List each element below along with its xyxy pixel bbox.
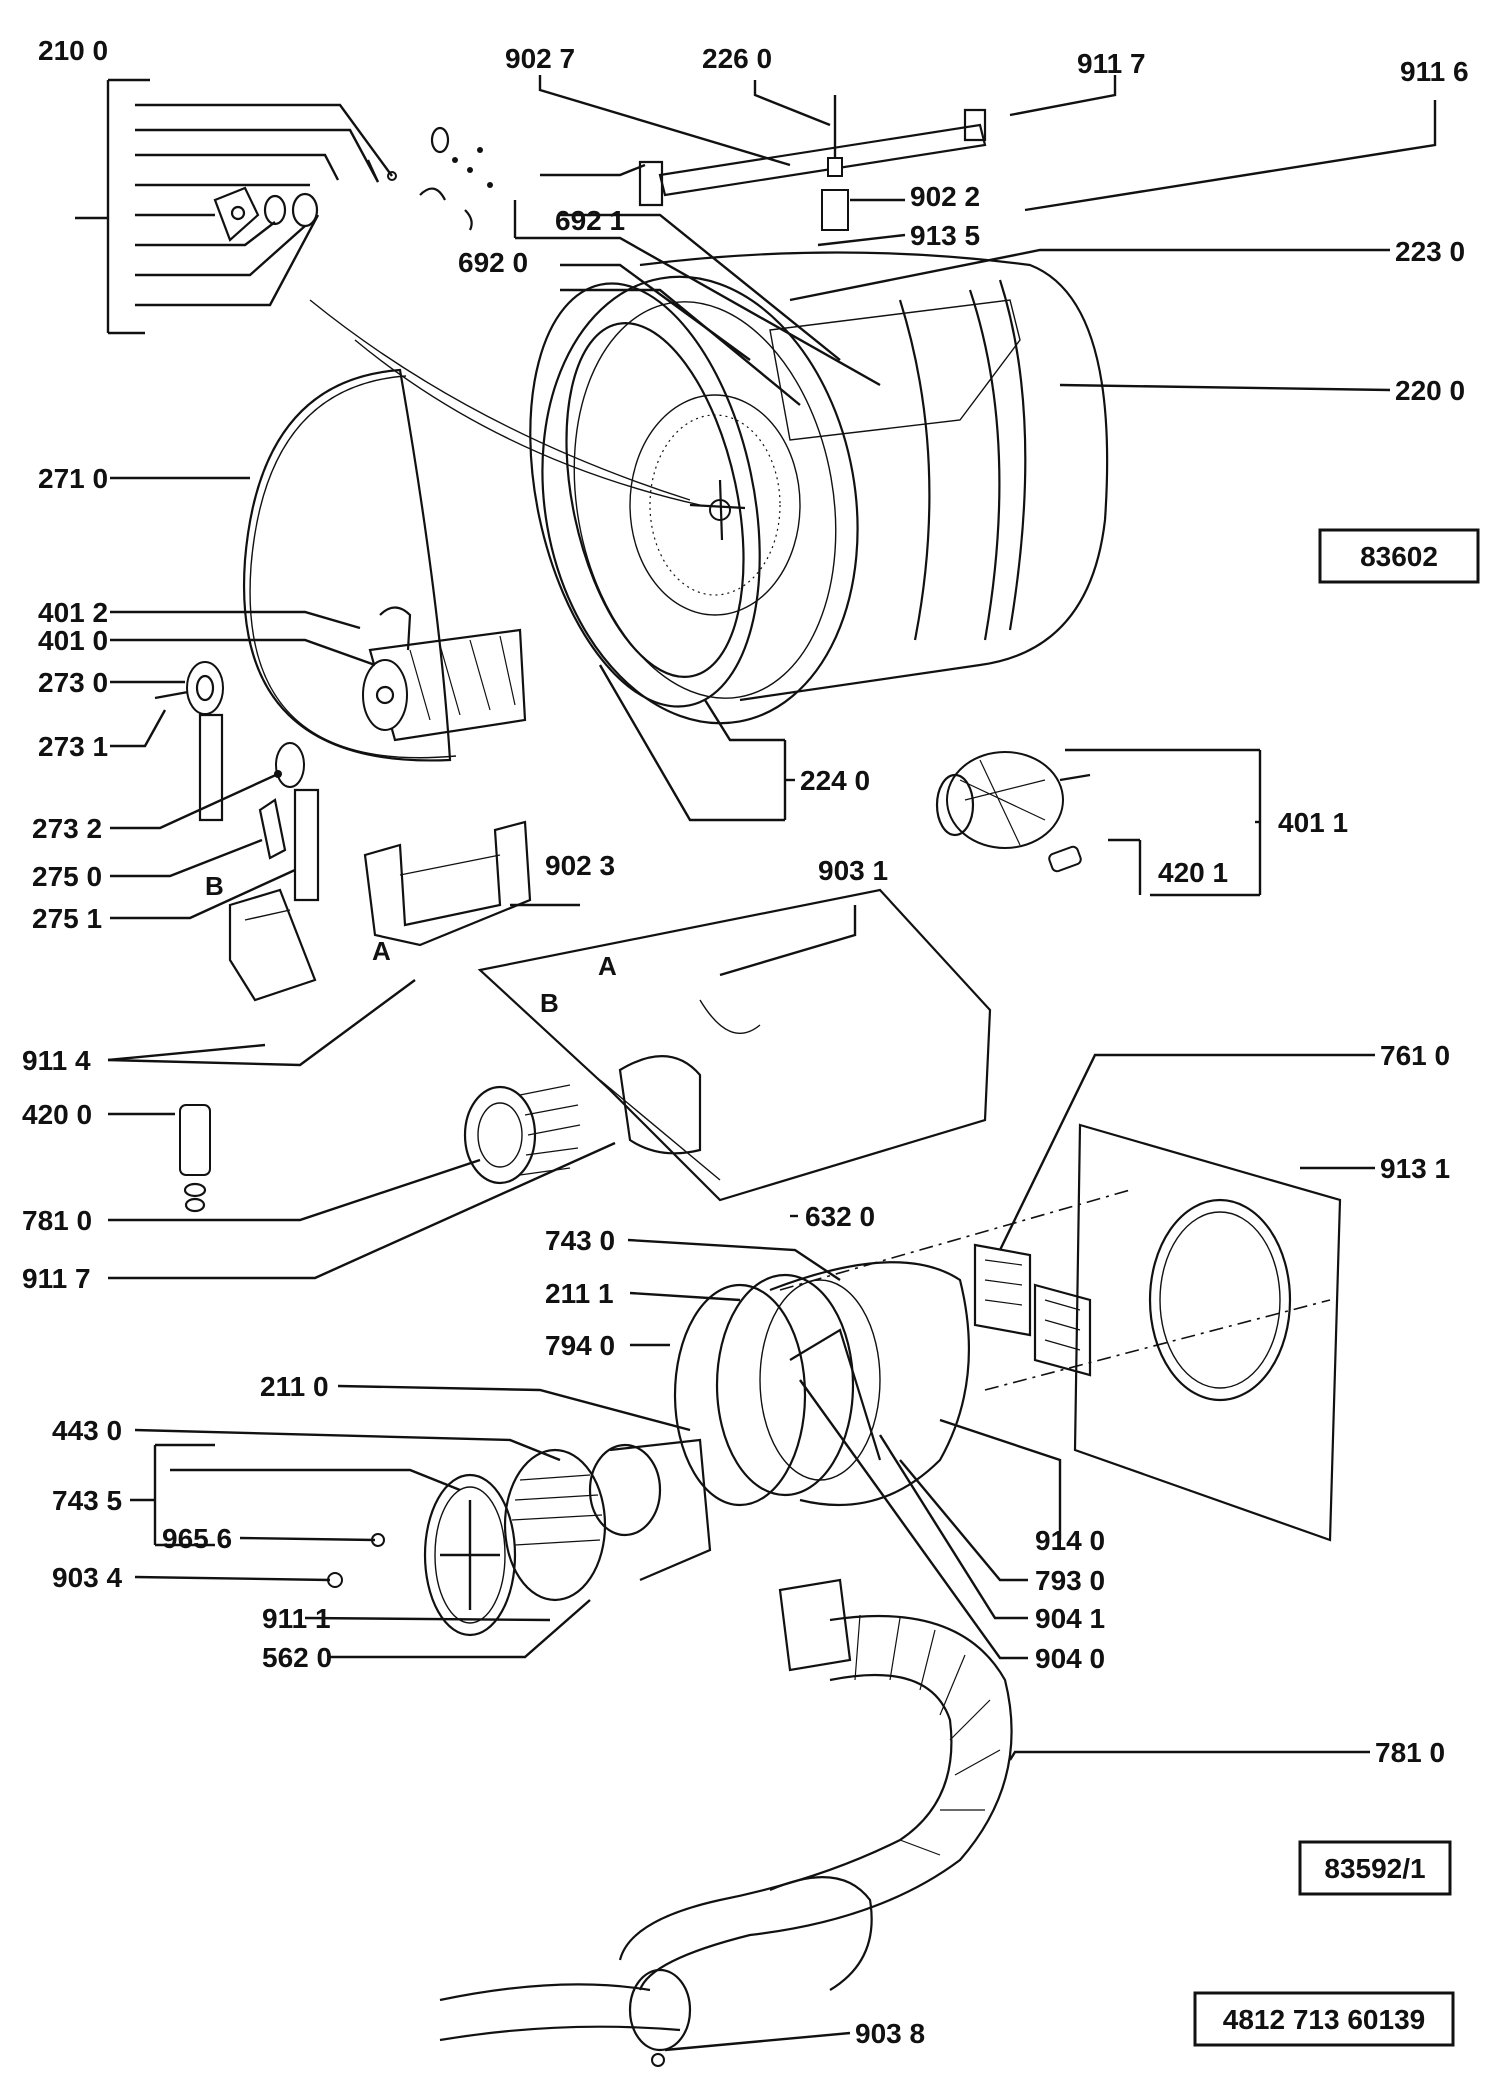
exhaust-hose — [439, 1578, 1013, 2067]
label-903-4: 903 4 — [52, 1562, 122, 1593]
label-781-0-left: 781 0 — [22, 1205, 92, 1236]
drum — [529, 251, 1109, 725]
label-743-5: 743 5 — [52, 1485, 122, 1516]
label-911-4: 911 4 — [22, 1045, 91, 1076]
motor — [362, 606, 527, 742]
label-401-1: 401 1 — [1278, 807, 1348, 838]
label-223-0: 223 0 — [1395, 236, 1465, 267]
label-965-6: 965 6 — [162, 1523, 232, 1554]
label-911-6: 911 6 — [1400, 56, 1469, 87]
hose-coupling — [463, 1084, 581, 1185]
letter-b-left: B — [205, 871, 224, 901]
front-panel — [1073, 1123, 1342, 1542]
label-210-0: 210 0 — [38, 35, 108, 66]
drawing-number-bottom-text: 83592/1 — [1324, 1853, 1425, 1884]
label-632-0: 632 0 — [805, 1201, 875, 1232]
u-bracket — [363, 820, 532, 947]
pulley-assembly — [154, 661, 320, 902]
label-220-0: 220 0 — [1395, 375, 1465, 406]
label-911-7-top: 911 7 — [1077, 48, 1146, 79]
label-420-0: 420 0 — [22, 1099, 92, 1130]
impeller — [503, 1438, 712, 1602]
reference-letters: B A A B — [205, 871, 617, 1018]
label-743-0: 743 0 — [545, 1225, 615, 1256]
part-number-box: 4812 713 60139 — [1193, 1991, 1455, 2047]
label-903-1: 903 1 — [818, 855, 888, 886]
capacitor — [179, 1104, 211, 1213]
label-271-0: 271 0 — [38, 463, 108, 494]
label-903-8: 903 8 — [855, 2018, 925, 2049]
label-793-0: 793 0 — [1035, 1565, 1105, 1596]
fan-housing — [715, 1261, 971, 1507]
label-273-1: 273 1 — [38, 731, 108, 762]
letter-b-panel: B — [540, 988, 559, 1018]
fan-ring — [673, 1283, 807, 1507]
label-911-7-bottom: 911 7 — [22, 1263, 91, 1294]
fan-cover — [327, 1473, 517, 1637]
label-273-0: 273 0 — [38, 667, 108, 698]
label-401-0: 401 0 — [38, 625, 108, 656]
drive-belt — [242, 368, 457, 762]
label-275-0: 275 0 — [32, 861, 102, 892]
label-211-0: 211 0 — [260, 1371, 329, 1402]
label-562-0: 562 0 — [262, 1642, 332, 1673]
label-914-0: 914 0 — [1035, 1525, 1105, 1556]
label-913-1: 913 1 — [1380, 1153, 1450, 1184]
top-rail — [638, 95, 987, 231]
label-902-7: 902 7 — [505, 43, 575, 74]
label-420-1: 420 1 — [1158, 857, 1228, 888]
label-273-2: 273 2 — [32, 813, 102, 844]
lint-filter — [973, 1243, 1092, 1377]
label-275-1: 275 1 — [32, 903, 102, 934]
label-226-0: 226 0 — [702, 43, 772, 74]
hinge-hardware — [213, 126, 493, 242]
part-labels: 210 0 902 7 226 0 911 7 911 6 902 2 692 … — [22, 35, 1469, 2049]
label-401-2: 401 2 — [38, 597, 108, 628]
label-224-0: 224 0 — [800, 765, 870, 796]
label-692-1: 692 1 — [555, 205, 625, 236]
label-904-1: 904 1 — [1035, 1603, 1105, 1634]
label-443-0: 443 0 — [52, 1415, 122, 1446]
label-761-0: 761 0 — [1380, 1040, 1450, 1071]
motor-right — [935, 751, 1091, 873]
label-211-1: 211 1 — [545, 1278, 614, 1309]
label-692-0: 692 0 — [458, 247, 528, 278]
base-panel — [477, 888, 992, 1202]
label-794-0: 794 0 — [545, 1330, 615, 1361]
bracket-b — [228, 888, 317, 1002]
drawing-number-bottom: 83592/1 — [1298, 1840, 1452, 1896]
label-913-5: 913 5 — [910, 220, 980, 251]
label-904-0: 904 0 — [1035, 1643, 1105, 1674]
letter-a-left: A — [372, 936, 391, 966]
drawing-number-top-text: 83602 — [1360, 541, 1438, 572]
letter-a-panel: A — [598, 951, 617, 981]
drawing-number-top: 83602 — [1318, 528, 1480, 584]
leader-lines — [75, 75, 1437, 2052]
label-902-3: 902 3 — [545, 850, 615, 881]
label-902-2: 902 2 — [910, 181, 980, 212]
dashed-assembly-lines — [309, 299, 1331, 1391]
part-number-text: 4812 713 60139 — [1223, 2004, 1425, 2035]
label-781-0-right: 781 0 — [1375, 1737, 1445, 1768]
label-911-1: 911 1 — [262, 1603, 331, 1634]
